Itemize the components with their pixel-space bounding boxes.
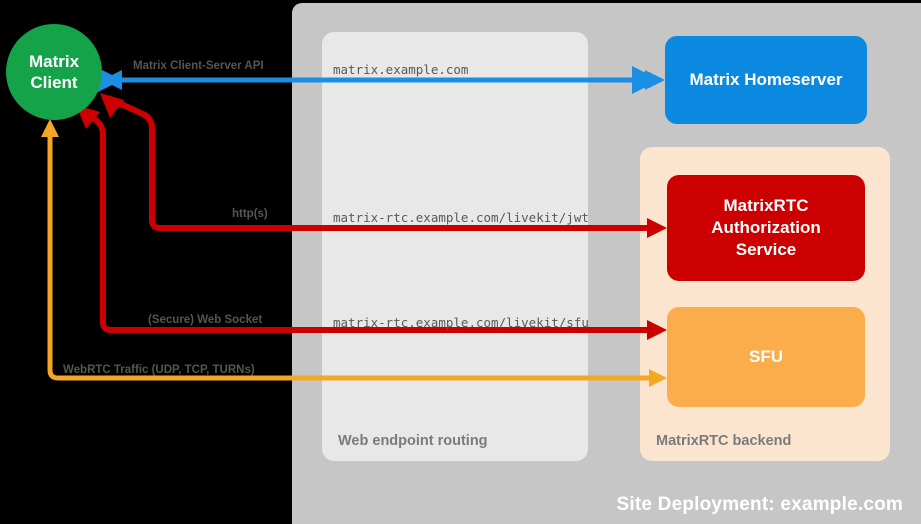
node-matrix-homeserver[interactable]: Matrix Homeserver: [665, 36, 867, 124]
edge-label-websocket: (Secure) Web Socket: [148, 314, 263, 326]
web-endpoint-routing-label: Web endpoint routing: [338, 433, 488, 449]
sfu-label: SFU: [749, 347, 783, 366]
matrix-client-label-line2: Client: [30, 73, 78, 92]
url-label-livekit-jwt: matrix-rtc.example.com/livekit/jwt: [333, 210, 589, 225]
matrix-homeserver-label: Matrix Homeserver: [689, 70, 843, 89]
site-deployment-label: Site Deployment: example.com: [616, 494, 903, 515]
edge-label-https: http(s): [232, 208, 268, 220]
url-label-matrix-example-com: matrix.example.com: [333, 62, 469, 77]
auth-service-label-line1: MatrixRTC: [723, 196, 809, 215]
edge-label-webrtc-traffic: WebRTC Traffic (UDP, TCP, TURNs): [63, 364, 255, 376]
matrixrtc-backend-label: MatrixRTC backend: [656, 433, 792, 449]
auth-service-label-line3: Service: [735, 240, 797, 259]
matrix-client-label-line1: Matrix: [28, 52, 80, 71]
node-matrixrtc-authorization-service[interactable]: MatrixRTC Authorization Service: [667, 175, 865, 281]
node-sfu[interactable]: SFU: [667, 307, 865, 407]
web-endpoint-routing-panel: Web endpoint routing: [322, 32, 588, 461]
auth-service-label-line2: Authorization: [711, 218, 821, 237]
url-label-livekit-sfu: matrix-rtc.example.com/livekit/sfu: [333, 315, 589, 330]
node-matrix-client[interactable]: Matrix Client: [6, 24, 102, 120]
edge-label-matrix-client-server-api: Matrix Client-Server API: [133, 60, 264, 72]
